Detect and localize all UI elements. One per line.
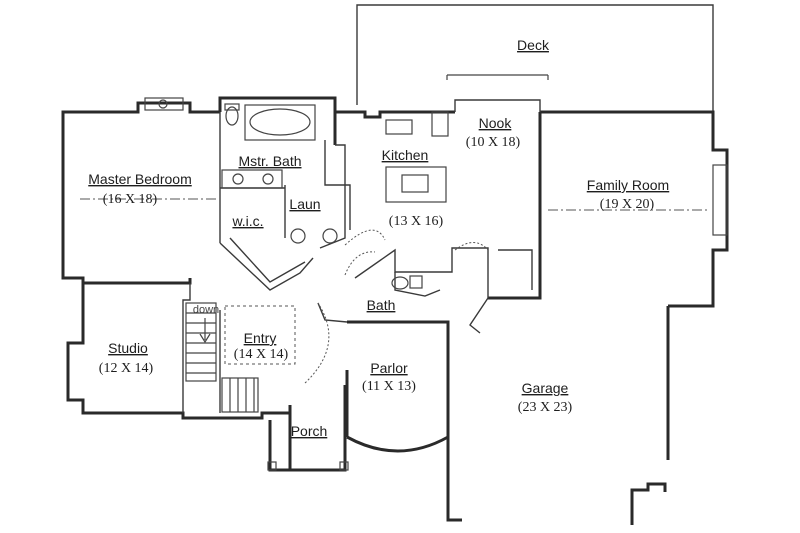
deck-outline	[356, 4, 714, 112]
stairs-down-label: down	[193, 304, 219, 316]
nook-label: Nook	[479, 115, 513, 131]
family-room-dims: (19 X 20)	[600, 197, 655, 212]
door-swings	[304, 229, 489, 384]
studio-dims: (12 X 14)	[99, 361, 154, 376]
porch-label: Porch	[291, 423, 328, 439]
fixtures	[144, 97, 728, 471]
kitchen-label: Kitchen	[382, 147, 429, 163]
entry-label: Entry	[244, 330, 277, 346]
nook-dims: (10 X 18)	[466, 135, 521, 150]
master-bath-label: Mstr. Bath	[238, 153, 301, 169]
bath-label: Bath	[367, 297, 396, 313]
master-bedroom-dims: (16 X 18)	[103, 192, 158, 207]
garage-dims: (23 X 23)	[518, 400, 573, 415]
kitchen-dims: (13 X 16)	[389, 214, 444, 229]
exterior-walls	[61, 96, 729, 525]
wic-label: w.i.c.	[231, 213, 263, 229]
entry-dims: (14 X 14)	[234, 347, 289, 362]
garage-label: Garage	[522, 380, 569, 396]
stairs	[185, 302, 259, 413]
deck-label: Deck	[517, 37, 550, 53]
master-bedroom-label: Master Bedroom	[88, 171, 191, 187]
parlor-label: Parlor	[370, 360, 408, 376]
parlor-dims: (11 X 13)	[362, 379, 416, 394]
studio-label: Studio	[108, 340, 148, 356]
laundry-label: Laun	[289, 196, 320, 212]
family-room-label: Family Room	[587, 177, 669, 193]
